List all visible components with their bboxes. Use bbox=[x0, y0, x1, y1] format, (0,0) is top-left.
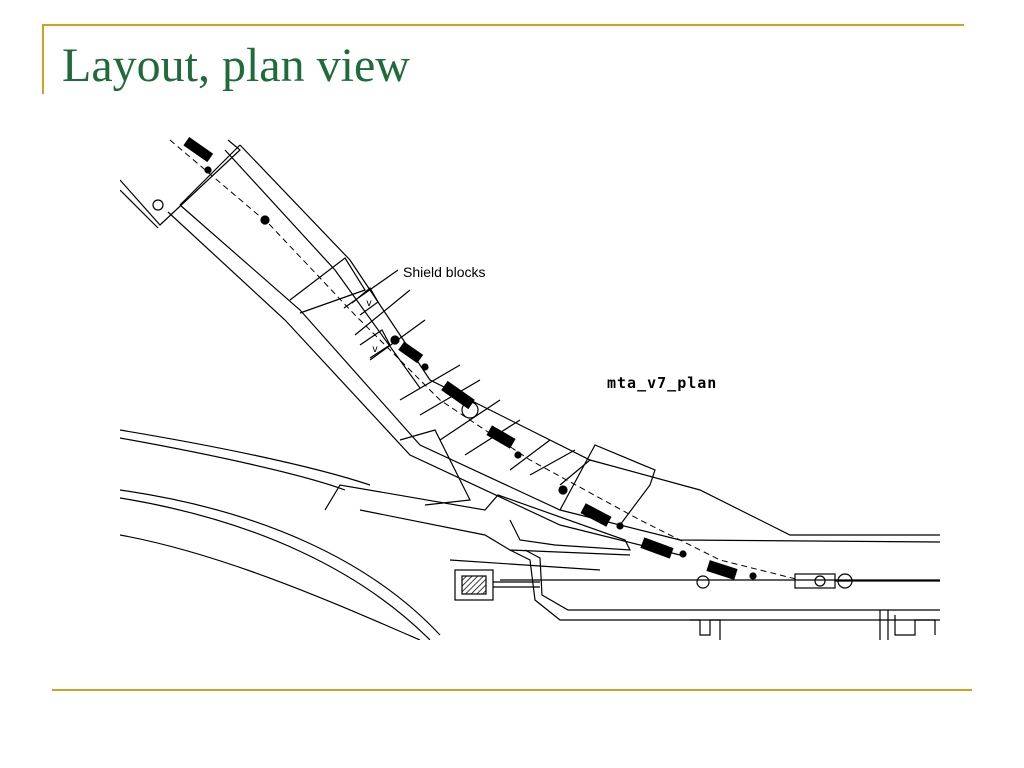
plan-view-drawing: v v bbox=[120, 137, 940, 640]
shield-blocks-callout: Shield blocks bbox=[343, 264, 486, 309]
svg-text:v: v bbox=[372, 344, 378, 355]
transport-channel bbox=[324, 429, 940, 621]
plan-drawing-label: mta_v7_plan bbox=[607, 374, 717, 392]
tunnel-cross-sections bbox=[289, 257, 591, 486]
lower-left-walls bbox=[120, 429, 441, 640]
beamline bbox=[169, 139, 940, 581]
left-accent-rule bbox=[42, 24, 44, 94]
slide-title: Layout, plan view bbox=[62, 39, 410, 92]
upper-left-enclosure bbox=[120, 139, 241, 229]
svg-text:v: v bbox=[366, 298, 372, 309]
bottom-structures bbox=[690, 610, 936, 640]
top-accent-rule bbox=[44, 24, 964, 26]
target-assembly bbox=[454, 569, 540, 601]
bottom-accent-rule bbox=[52, 689, 972, 691]
tunnel-walls bbox=[167, 144, 940, 556]
shield-blocks-label: Shield blocks bbox=[403, 264, 486, 280]
end-device bbox=[794, 573, 940, 589]
side-enclosure bbox=[559, 444, 656, 526]
beamline-elements bbox=[183, 137, 757, 589]
